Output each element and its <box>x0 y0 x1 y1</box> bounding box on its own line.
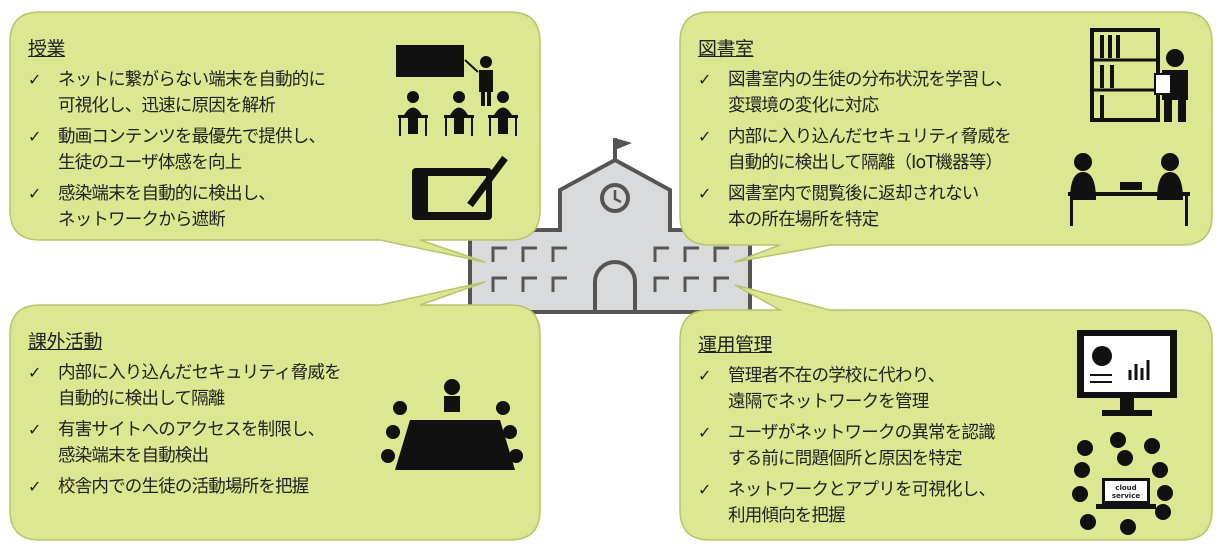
check-icon: ✓ <box>698 184 711 203</box>
list-item: ✓校舎内での生徒の活動場所を把握 <box>28 474 341 500</box>
list-item: ✓内部に入り込んだセキュリティ脅威を 自動的に検出して隔離（IoT機器等） <box>698 124 1012 176</box>
cloud-service-icon <box>1072 432 1173 535</box>
check-icon: ✓ <box>698 366 711 385</box>
check-icon: ✓ <box>28 477 41 496</box>
list-item: ✓ユーザがネットワークの異常を認識 する前に問題個所と原因を特定 <box>698 420 996 472</box>
panel-extracurricular: 課外活動 ✓内部に入り込んだセキュリティ脅威を 自動的に検出して隔離 ✓有害サイ… <box>28 327 342 505</box>
classroom-icon <box>396 45 518 136</box>
building-body <box>468 157 752 314</box>
monitor-dashboard-icon <box>1077 330 1177 416</box>
library-icon <box>1090 28 1188 122</box>
pen-tablet-icon <box>412 155 508 220</box>
check-icon: ✓ <box>28 127 41 146</box>
list-item: ✓感染端末を自動的に検出し、 ネットワークから遮断 <box>28 181 325 233</box>
check-icon: ✓ <box>698 423 711 442</box>
panel-title: 課外活動 <box>28 331 103 353</box>
check-icon: ✓ <box>28 184 41 203</box>
bubble-bl <box>9 281 541 541</box>
meeting-table-icon <box>381 379 523 470</box>
list-item: ✓管理者不在の学校に代わり、 遠隔でネットワークを管理 <box>698 363 995 415</box>
cloud-service-label: cloud service <box>1111 484 1141 500</box>
list-item: ✓有害サイトへのアクセスを制限し、 感染端末を自動検出 <box>28 417 341 469</box>
list-item: ✓図書室内で閲覧後に返却されない 本の所在場所を特定 <box>698 181 1012 233</box>
check-icon: ✓ <box>698 480 711 499</box>
reading-students-icon <box>1068 153 1190 226</box>
check-icon: ✓ <box>698 70 711 89</box>
check-icon: ✓ <box>28 420 41 439</box>
list-item: ✓ネットに繋がらない端末を自動的に 可視化し、迅速に原因を解析 <box>28 67 326 119</box>
panel-title: 授業 <box>28 38 66 60</box>
check-icon: ✓ <box>28 70 41 89</box>
school-building <box>468 138 752 314</box>
list-item: ✓図書室内の生徒の分布状況を学習し、 変環境の変化に対応 <box>698 67 1013 119</box>
door <box>593 260 637 312</box>
panel-operations: 運用管理 ✓管理者不在の学校に代わり、 遠隔でネットワークを管理 ✓ユーザがネッ… <box>698 330 996 534</box>
flag-icon <box>615 138 632 150</box>
list-item: ✓動画コンテンツを最優先で提供し、 生徒のユーザ体感を向上 <box>28 124 326 176</box>
panel-class: 授業 ✓ネットに繋がらない端末を自動的に 可視化し、迅速に原因を解析 ✓動画コン… <box>28 34 326 238</box>
panel-title: 運用管理 <box>698 334 773 356</box>
check-icon: ✓ <box>28 363 41 382</box>
list-item: ✓内部に入り込んだセキュリティ脅威を 自動的に検出して隔離 <box>28 360 342 412</box>
check-icon: ✓ <box>698 127 711 146</box>
panel-title: 図書室 <box>698 38 754 60</box>
panel-library: 図書室 ✓図書室内の生徒の分布状況を学習し、 変環境の変化に対応 ✓内部に入り込… <box>698 34 1013 238</box>
list-item: ✓ネットワークとアプリを可視化し、 利用傾向を把握 <box>698 477 996 529</box>
